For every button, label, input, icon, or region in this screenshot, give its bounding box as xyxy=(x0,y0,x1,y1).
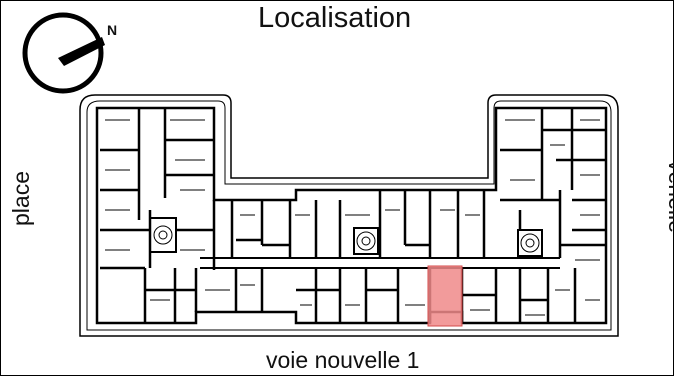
north-label: N xyxy=(107,22,118,38)
left-street-label: place xyxy=(8,171,34,226)
plan-details xyxy=(105,119,600,316)
bottom-street-label: voie nouvelle 1 xyxy=(266,347,420,373)
right-street-label: venelle xyxy=(664,160,674,233)
compass-icon xyxy=(22,12,105,94)
floor-plan xyxy=(95,106,608,325)
building-outline xyxy=(79,94,619,337)
highlighted-unit xyxy=(427,265,463,327)
plan-title: Localisation xyxy=(258,2,412,34)
stair-icon xyxy=(153,225,540,253)
